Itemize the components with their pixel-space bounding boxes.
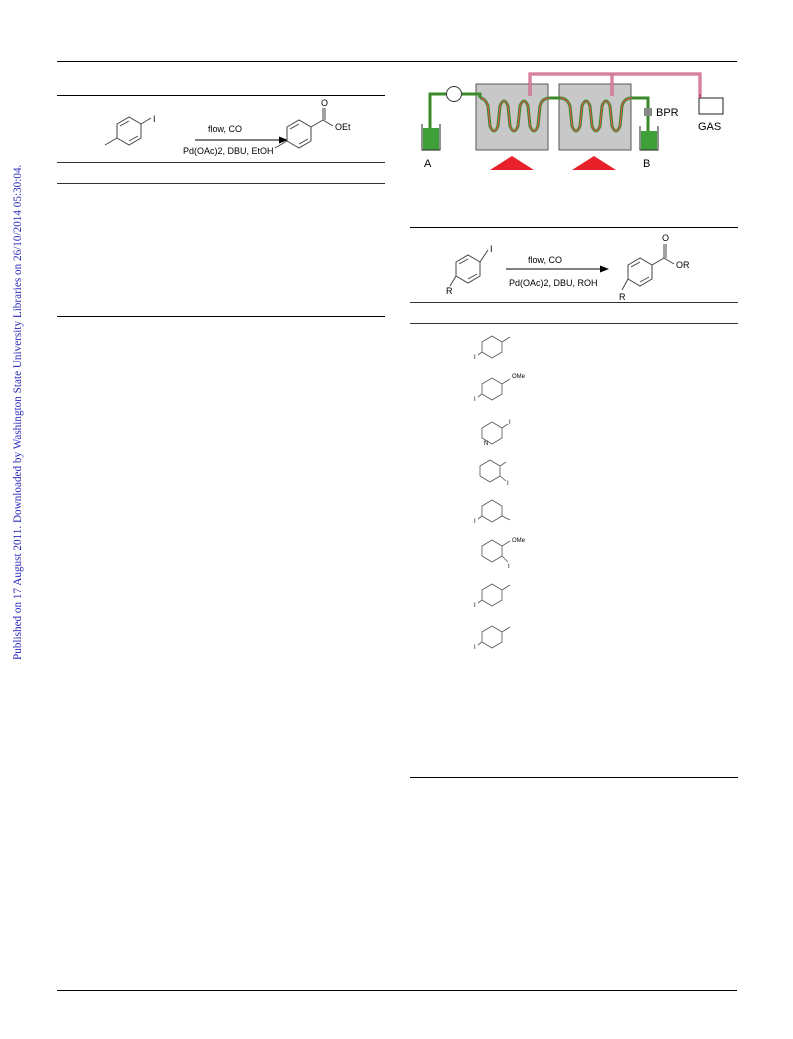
aryl-ester-structure [621,244,675,291]
left-reaction-scheme: I flow, CO Pd(OAc)2, DBU, EtOH O OEt [104,98,351,156]
gas-source [698,97,724,115]
left-table-top-rule [57,95,385,96]
iodo-label: I [490,244,493,254]
bpr-valve [644,108,652,116]
label-a: A [424,158,432,170]
outlet-line [632,96,650,138]
heater-2 [572,156,616,170]
heater-1 [490,156,534,170]
pump-icon [446,86,462,102]
structure-label: OMe [512,538,526,544]
right-reaction-scheme: I R flow, CO Pd(OAc)2, DBU, ROH O OR R [446,233,690,302]
structure-label: I [509,420,511,426]
right-table-top-rule [410,227,738,228]
aryl-iodide-structure [449,249,489,287]
iodotoluene-structure [104,116,152,146]
download-notice: Published on 17 August 2011. Downloaded … [2,160,24,660]
structure-label: I [474,355,476,361]
structure-label: I [474,397,476,403]
ester-group: OR [676,260,690,270]
substrate-2 [477,377,511,401]
substrate-8 [477,625,511,649]
substrate-4 [479,459,507,483]
structure-label: I [474,645,476,651]
reagent-bottom: Pd(OAc)2, DBU, ROH [509,278,598,288]
substrate-column: I I OMe I N I I OMe I I [474,335,526,651]
label-bpr: BPR [656,107,679,119]
structure-label: I [474,603,476,609]
left-table-header-rule [57,183,385,184]
structure-label: I [507,481,509,487]
inlet-line [428,92,446,136]
substrate-7 [477,583,511,607]
substrate-5 [477,499,511,523]
download-notice-text: Published on 17 August 2011. Downloaded … [12,164,24,660]
substrate-3 [481,421,509,445]
reagent-top: flow, CO [208,124,242,134]
label-gas: GAS [698,121,721,133]
reactor-block-1 [475,83,549,151]
ester-group: OEt [335,122,351,132]
right-table-mid-rule [410,302,738,303]
ethyl-benzoate-structure [274,108,334,149]
right-table-bottom-rule [410,777,738,778]
carbonyl-o: O [662,233,669,243]
reagent-top: flow, CO [528,255,562,265]
reagent-bottom: Pd(OAc)2, DBU, EtOH [183,146,274,156]
page-footer-rule [57,990,737,991]
page-header-rule [57,61,737,62]
vessel-b [639,126,659,151]
r-group-left: R [446,286,453,296]
carbonyl-o: O [321,98,328,108]
flow-reactor-diagram: A B BPR GAS [421,72,724,170]
substrate-6 [481,539,511,563]
structure-label: I [474,519,476,525]
substrate-1 [477,335,511,359]
structure-label: I [508,564,510,570]
label-b: B [643,158,650,170]
structure-label: N [484,441,488,447]
vessel-a [421,124,441,151]
left-table-mid-rule [57,162,385,163]
structure-label: OMe [512,374,526,380]
left-table-bottom-rule [57,316,385,317]
right-table-header-rule [410,323,738,324]
iodo-label: I [153,114,156,124]
r-group-right: R [619,292,626,302]
